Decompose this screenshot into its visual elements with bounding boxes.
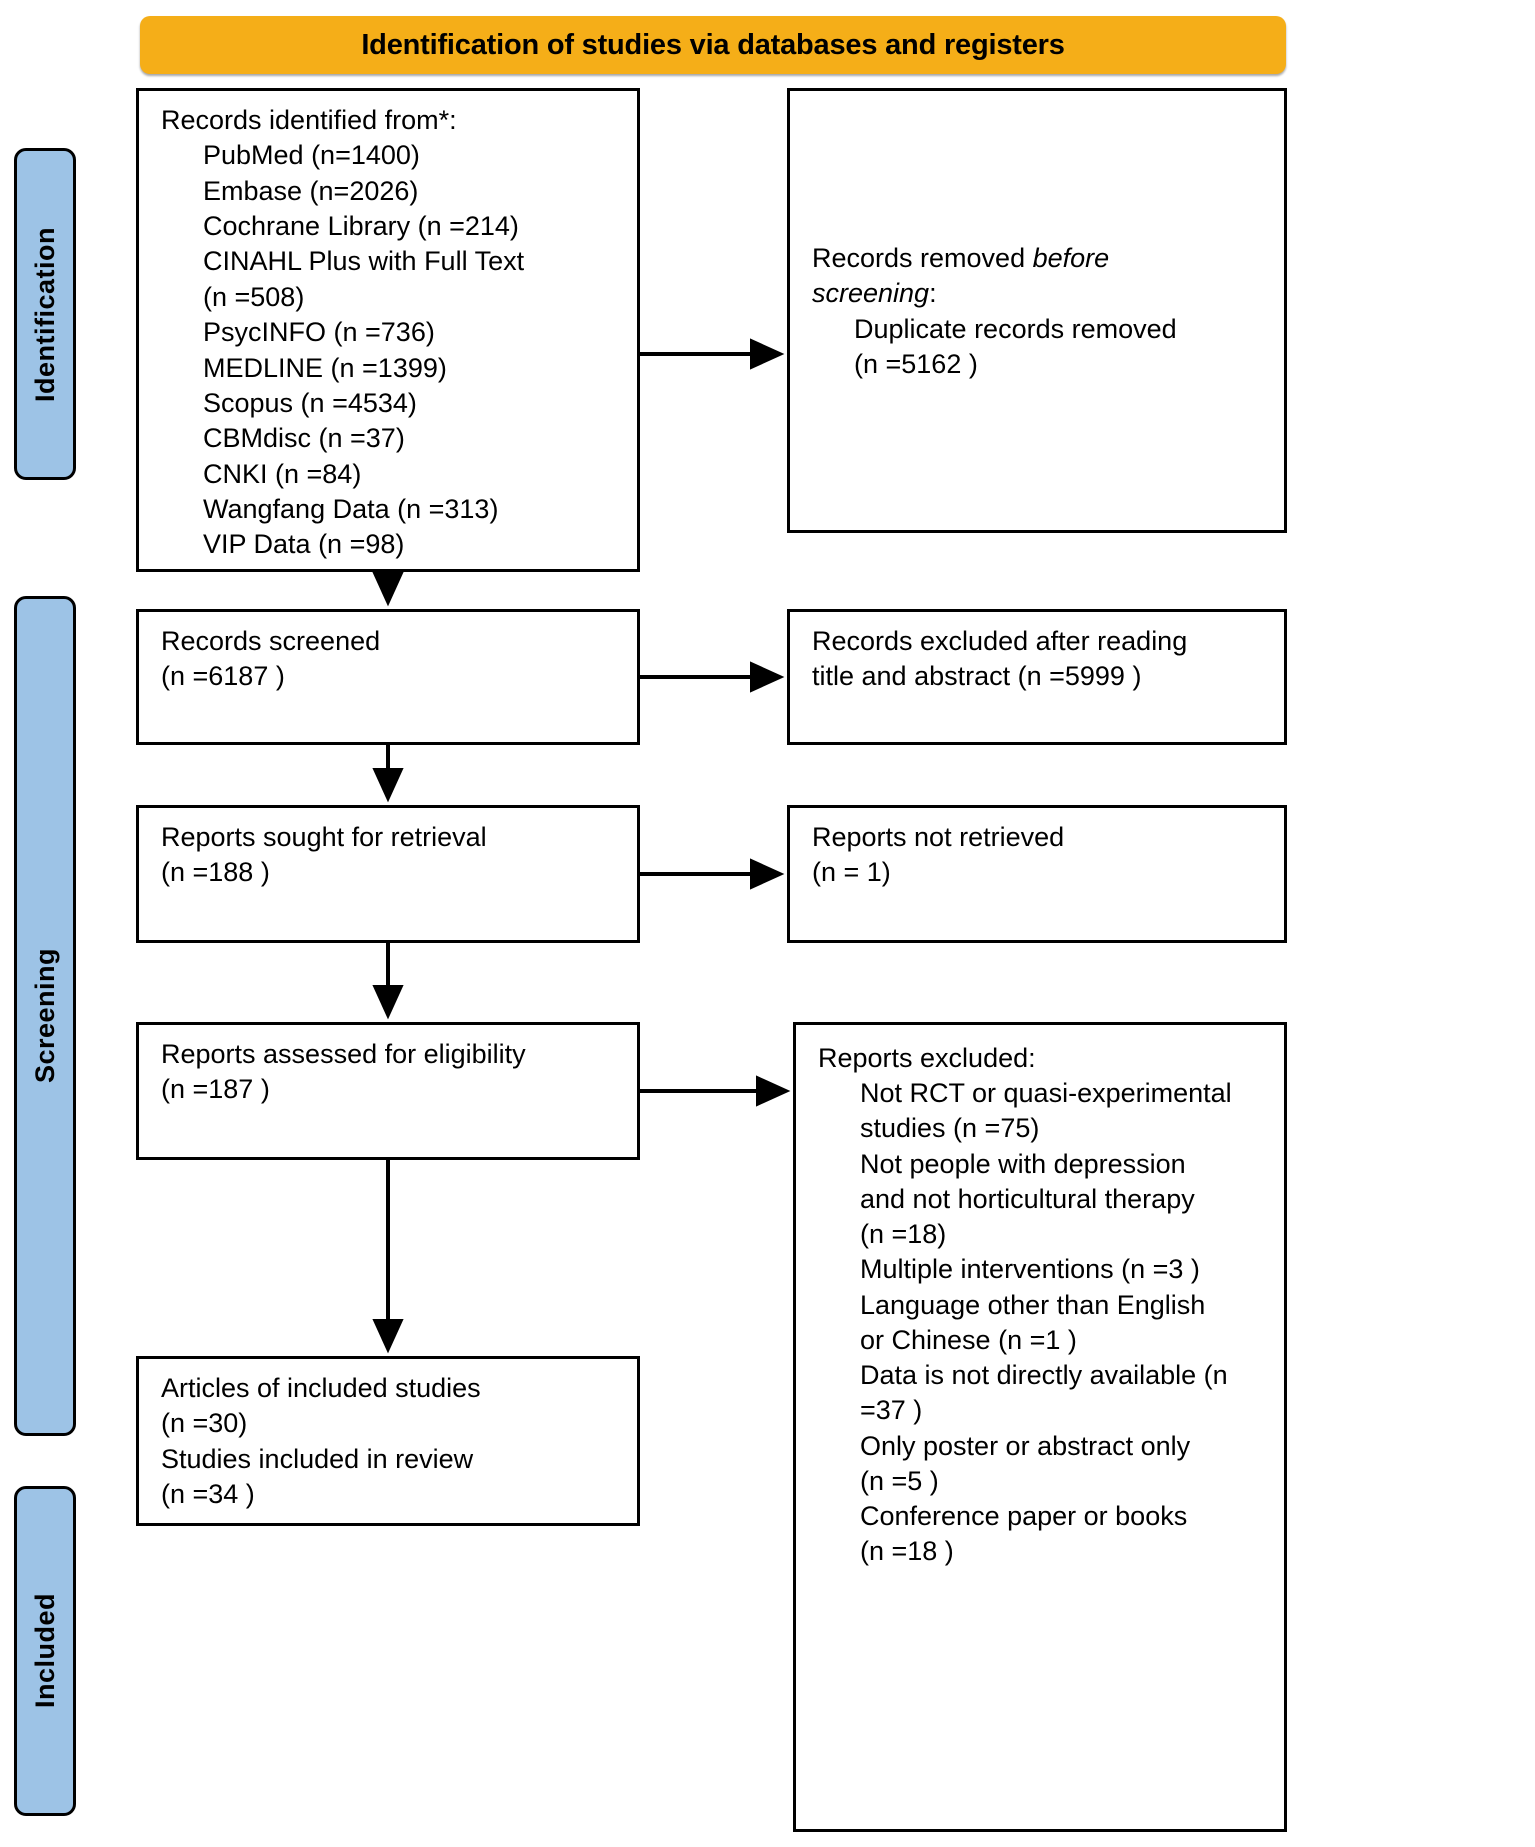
- source-cinahl: CINAHL Plus with Full Text (n =508): [203, 246, 525, 312]
- source-medline: MEDLINE (n =1399): [203, 352, 447, 383]
- source-vip: VIP Data (n =98): [203, 529, 405, 560]
- reason-data: Data is not directly available (n =37 ): [860, 1360, 1228, 1426]
- records-removed-line1-text: Records removed: [812, 242, 1033, 273]
- reports-sought-count: (n =188 ): [161, 857, 270, 888]
- source-cochrane: Cochrane Library (n =214): [203, 211, 519, 242]
- reason-multiple: Multiple interventions (n =3 ): [860, 1254, 1200, 1285]
- source-embase: Embase (n=2026): [203, 175, 419, 206]
- box-records-screened: Records screened (n =6187 ): [136, 609, 640, 745]
- reports-assessed-count: (n =187 ): [161, 1074, 270, 1105]
- box-reports-assessed: Reports assessed for eligibility (n =187…: [136, 1022, 640, 1160]
- stage-label-screening: Screening: [14, 596, 76, 1436]
- stage-label-included: Included: [14, 1486, 76, 1816]
- records-screened-label: Records screened: [161, 626, 381, 656]
- stage-label-included-text: Included: [29, 1593, 60, 1709]
- reports-sought-label: Reports sought for retrieval: [161, 822, 487, 852]
- records-removed-colon: :: [929, 278, 937, 309]
- source-cnki: CNKI (n =84): [203, 458, 362, 489]
- duplicate-records-removed: Duplicate records removed (n =5162 ): [854, 313, 1177, 379]
- source-wangfang: Wangfang Data (n =313): [203, 493, 499, 524]
- records-identified-heading: Records identified from*:: [161, 105, 457, 135]
- stage-label-identification-text: Identification: [29, 226, 60, 402]
- box-records-removed: Records removed before screening: Duplic…: [787, 88, 1287, 533]
- box-reports-not-retrieved: Reports not retrieved (n = 1): [787, 805, 1287, 943]
- included-articles-label: Articles of included studies: [161, 1373, 481, 1403]
- reason-language: Language other than English or Chinese (…: [860, 1289, 1206, 1355]
- source-pubmed: PubMed (n=1400): [203, 140, 420, 171]
- box-included-studies: Articles of included studies (n =30) Stu…: [136, 1356, 640, 1526]
- records-screened-count: (n =6187 ): [161, 661, 285, 692]
- records-removed-line2: screening:: [812, 276, 1270, 311]
- stage-label-identification: Identification: [14, 148, 76, 480]
- records-removed-screening-word: screening: [812, 278, 930, 309]
- source-psycinfo: PsycINFO (n =736): [203, 317, 435, 348]
- source-scopus: Scopus (n =4534): [203, 387, 417, 418]
- box-reports-excluded: Reports excluded: Not RCT or quasi-exper…: [793, 1022, 1287, 1832]
- reason-not-rct: Not RCT or quasi-experimental studies (n…: [860, 1078, 1232, 1144]
- header-banner: Identification of studies via databases …: [140, 16, 1286, 74]
- included-studies-count: (n =34 ): [161, 1479, 255, 1510]
- reason-poster: Only poster or abstract only (n =5 ): [860, 1430, 1191, 1496]
- included-studies-label: Studies included in review: [161, 1443, 474, 1474]
- included-articles-count: (n =30): [161, 1408, 248, 1439]
- box-records-excluded: Records excluded after reading title and…: [787, 609, 1287, 745]
- reports-assessed-label: Reports assessed for eligibility: [161, 1039, 526, 1069]
- source-cbmdisc: CBMdisc (n =37): [203, 423, 405, 454]
- reports-not-retrieved-count: (n = 1): [812, 857, 891, 888]
- reason-conference: Conference paper or books (n =18 ): [860, 1501, 1188, 1567]
- stage-label-screening-text: Screening: [29, 948, 60, 1084]
- reports-not-retrieved-label: Reports not retrieved: [812, 822, 1065, 852]
- records-excluded-text: Records excluded after reading title and…: [812, 626, 1188, 692]
- reason-not-depression: Not people with depression and not horti…: [860, 1148, 1195, 1250]
- records-removed-before-word: before: [1032, 242, 1110, 273]
- box-records-identified: Records identified from*: PubMed (n=1400…: [136, 88, 640, 572]
- reports-excluded-heading: Reports excluded:: [818, 1043, 1036, 1073]
- box-reports-sought: Reports sought for retrieval (n =188 ): [136, 805, 640, 943]
- records-removed-line1: Records removed before: [812, 241, 1270, 276]
- banner-title: Identification of studies via databases …: [361, 28, 1065, 61]
